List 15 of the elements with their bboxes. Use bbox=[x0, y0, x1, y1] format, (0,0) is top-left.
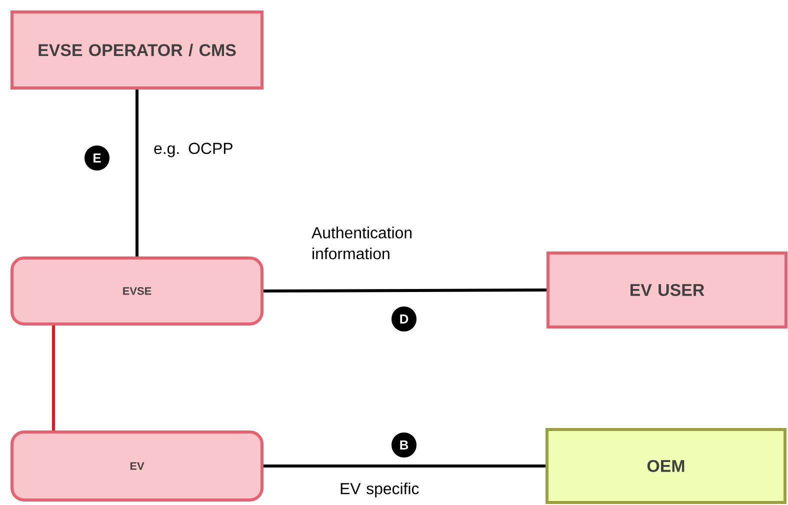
edge-label: EV specific bbox=[340, 482, 419, 498]
connector-line bbox=[52, 326, 55, 430]
entity-box: EV USER bbox=[546, 252, 788, 328]
callout-number: B bbox=[392, 432, 416, 458]
entity-box: OEM bbox=[546, 428, 786, 504]
edge-label: e.g. OCPP bbox=[154, 142, 232, 158]
process-box: EVSE bbox=[10, 256, 264, 326]
connector-line bbox=[136, 90, 138, 256]
callout-number: D bbox=[392, 306, 416, 332]
connector-line bbox=[264, 288, 547, 292]
process-box: EV bbox=[10, 430, 264, 502]
edge-label: Authentication information bbox=[312, 226, 412, 260]
callout-number: E bbox=[84, 146, 110, 170]
connector-line bbox=[264, 464, 546, 468]
entity-box: EVSE OPERATOR / CMS bbox=[10, 10, 264, 90]
